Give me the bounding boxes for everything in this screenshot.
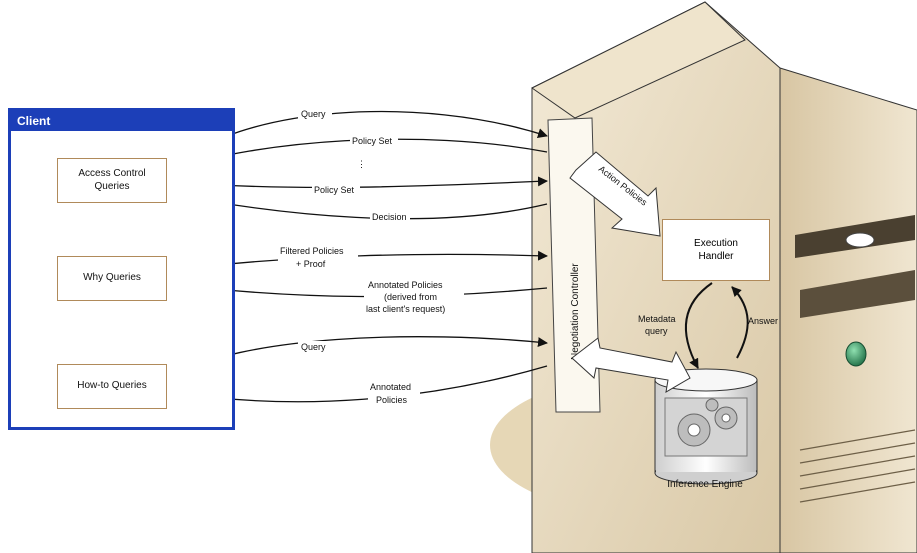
ellipsis-label: ⋮ (357, 159, 366, 169)
metadata-label-2: query (645, 326, 668, 336)
policy-set-2-label: Policy Set (314, 185, 355, 195)
metadata-label-1: Metadata (638, 314, 676, 324)
query-bottom-label: Query (301, 342, 326, 352)
filtered-label-2: + Proof (296, 259, 326, 269)
inference-engine-label: Inference Engine (655, 479, 755, 490)
annotated-how-label-1: Annotated (370, 382, 411, 392)
query-top-label: Query (301, 109, 326, 119)
annotated-why-label-2: (derived from (384, 292, 437, 302)
power-button-icon[interactable] (846, 342, 866, 366)
why-queries-box: Why Queries (57, 256, 167, 301)
access-control-queries-box: Access Control Queries (57, 158, 167, 203)
negotiation-controller-label: Negotiation Controller (570, 263, 581, 360)
annotated-how-label-2: Policies (376, 395, 408, 405)
eject-knob (846, 233, 874, 247)
filtered-label-1: Filtered Policies (280, 246, 344, 256)
decision-label: Decision (372, 212, 407, 222)
annotated-why-label-3: last client's request) (366, 304, 445, 314)
client-title: Client (11, 111, 232, 131)
policy-set-1-label: Policy Set (352, 136, 393, 146)
annotated-why-label-1: Annotated Policies (368, 280, 443, 290)
execution-handler-box: Execution Handler (662, 219, 770, 281)
how-to-queries-box: How-to Queries (57, 364, 167, 409)
answer-label: Answer (748, 316, 778, 326)
